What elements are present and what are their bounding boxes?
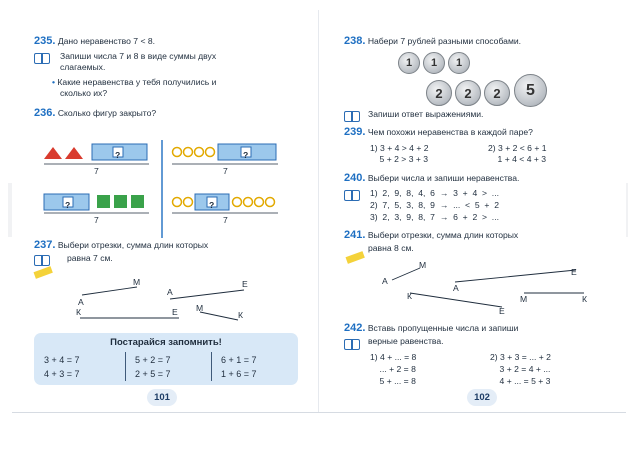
point-label: К [407, 291, 413, 301]
task-242-eq: 1) 4 + ... = 8 [370, 352, 417, 362]
page-number: 102 [467, 389, 497, 406]
point-label: К [76, 307, 82, 317]
task-237-segments [33, 266, 245, 321]
green-square [97, 195, 110, 208]
green-square [131, 195, 144, 208]
question-box [206, 196, 218, 208]
task-235-bullet: • Какие неравенства у тебя получились и [52, 77, 217, 87]
task-242-eq: ... + 2 = 8 [370, 364, 416, 374]
point-label: Е [242, 279, 248, 289]
task-242-line1: 242. Вставь пропущенные числа и запиши [344, 322, 519, 334]
book-icon [34, 53, 50, 64]
point-label: К [582, 294, 588, 304]
point-label: М [419, 260, 427, 270]
page-101: 235. Дано неравенство 7 < 8. Запиши числ… [12, 10, 312, 412]
point-label: А [78, 297, 84, 307]
task-241-segments [345, 251, 584, 308]
page-102: 238. Набери 7 рублей разными способами. … [326, 10, 626, 412]
point-label: М [196, 303, 204, 313]
ruler-icon [33, 266, 53, 279]
ruler-icon [345, 251, 365, 264]
task-239-pair2-a: 2) 3 + 2 < 6 + 1 [488, 143, 547, 153]
sum-label: 7 [223, 166, 228, 176]
book-icon [344, 190, 360, 201]
task-239-pair1-a: 1) 3 + 4 > 4 + 2 [370, 143, 429, 153]
task-235-line2: Запиши числа 7 и 8 в виде суммы двух [60, 51, 217, 61]
sum-label: 7 [223, 215, 228, 225]
book-icon [344, 339, 360, 350]
point-label: А [382, 276, 388, 286]
coin-1-ruble: 1 [423, 52, 445, 74]
task-240-title: 240. Выбери числа и запиши неравенства. [344, 172, 520, 184]
coin-2-ruble: 2 [484, 80, 510, 106]
task-239-title: 239. Чем похожи неравенства в каждой пар… [344, 126, 533, 138]
page-divider [318, 10, 319, 412]
page-number: 101 [147, 389, 177, 406]
coin-2-ruble: 2 [426, 80, 452, 106]
equation: 6 + 1 = 7 [221, 355, 257, 365]
task-235-title: 235. Дано неравенство 7 < 8. [34, 35, 156, 47]
task-242-eq: 2) 3 + 3 = ... + 2 [490, 352, 551, 362]
point-label: А [167, 287, 173, 297]
point-label: М [133, 277, 141, 287]
bottom-divider [12, 412, 626, 413]
question-mark: ? [65, 200, 71, 210]
question-mark: ? [209, 200, 215, 210]
point-label: Е [172, 307, 178, 317]
textbook-spread: 235. Дано неравенство 7 < 8. Запиши числ… [12, 10, 626, 412]
equation: 5 + 2 = 7 [135, 355, 171, 365]
remember-box: Постарайся запомнить! 3 + 4 = 7 5 + 2 = … [34, 333, 298, 385]
point-label: К [238, 310, 244, 320]
sum-label: 7 [94, 166, 99, 176]
red-triangle [44, 147, 62, 159]
task-239-pair1-b: 5 + 2 > 3 + 3 [370, 154, 429, 164]
red-triangle [65, 147, 83, 159]
book-icon [34, 255, 50, 266]
task-242-eq: 5 + ... = 8 [370, 376, 416, 386]
green-square [114, 195, 127, 208]
question-mark: ? [243, 150, 249, 160]
point-label: Е [499, 306, 505, 316]
task-236-title: 236. Сколько фигур закрыто? [34, 107, 157, 119]
question-box [62, 196, 74, 208]
task-240-row2: 2) 7, 5, 3, 8, 9 → ... < 5 + 2 [370, 200, 499, 210]
point-label: Е [571, 267, 577, 277]
task-240-row1: 1) 2, 9, 8, 4, 6 → 3 + 4 > ... [370, 188, 499, 198]
task-236-figures [43, 140, 278, 238]
question-box [240, 146, 252, 158]
task-241-line1: 241. Выбери отрезки, сумма длин которых [344, 229, 519, 241]
sum-label: 7 [94, 215, 99, 225]
equation: 1 + 6 = 7 [221, 369, 257, 379]
coin-2-ruble: 2 [455, 80, 481, 106]
task-237-line1: 237. Выбери отрезки, сумма длин которых [34, 239, 209, 251]
task-239-pair2-b: 1 + 4 < 4 + 3 [488, 154, 547, 164]
task-235-line3: слагаемых. [60, 62, 106, 72]
equation: 4 + 3 = 7 [44, 369, 80, 379]
equation: 3 + 4 = 7 [44, 355, 80, 365]
task-238-title: 238. Набери 7 рублей разными способами. [344, 35, 522, 47]
coin-1-ruble: 1 [398, 52, 420, 74]
point-label: А [453, 283, 459, 293]
task-238-line2: Запиши ответ выражениями. [368, 109, 484, 119]
question-box [112, 146, 124, 158]
task-242-eq: 4 + ... = 5 + 3 [490, 376, 551, 386]
equation: 2 + 5 = 7 [135, 369, 171, 379]
remember-title: Постарайся запомнить! [110, 337, 222, 348]
point-label: М [520, 294, 528, 304]
task-240-row3: 3) 2, 3, 9, 8, 7 → 6 + 2 > ... [370, 212, 499, 222]
question-mark: ? [115, 150, 121, 160]
book-icon [344, 111, 360, 122]
task-242-line2: верные равенства. [368, 336, 444, 346]
task-241-line2: равна 8 см. [368, 243, 414, 253]
coin-1-ruble: 1 [448, 52, 470, 74]
task-242-eq: 3 + 2 = 4 + ... [490, 364, 551, 374]
task-235-line5: сколько их? [60, 88, 108, 98]
task-237-line2: равна 7 см. [67, 253, 113, 263]
coin-5-ruble: 5 [514, 74, 547, 107]
